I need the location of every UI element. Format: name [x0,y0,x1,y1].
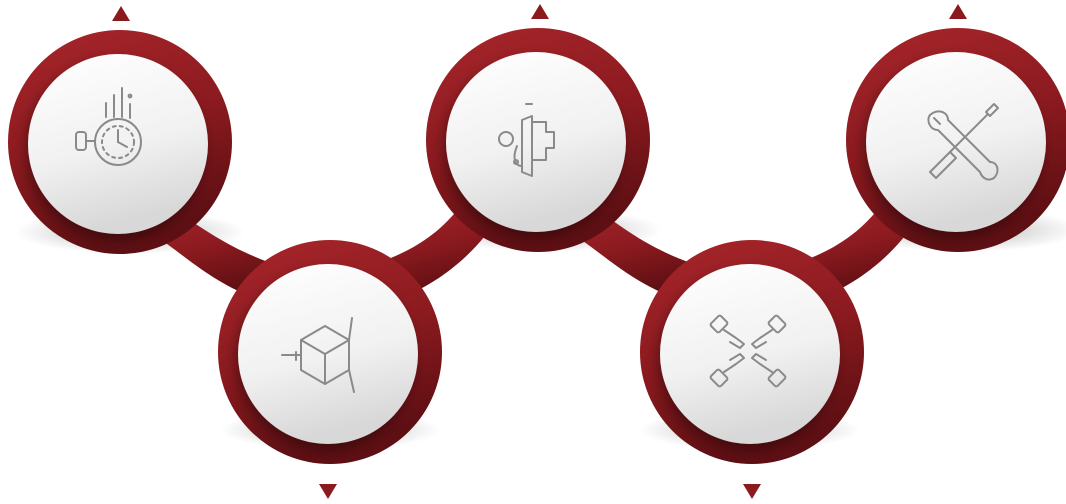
arrow-up-1 [112,6,130,21]
step-4[interactable] [640,240,864,499]
cube-icon [281,317,355,393]
disc-3 [446,52,626,232]
teamwork-hands-icon [709,314,787,388]
arrow-down-2 [319,484,337,499]
step-1[interactable] [8,6,232,254]
step-5[interactable] [846,4,1066,252]
step-3[interactable] [426,4,650,252]
stopwatch-icon [75,87,142,166]
disc-2 [238,264,418,444]
disc-5 [866,52,1046,232]
disc-1 [28,54,208,234]
disc-4 [660,264,840,444]
arrow-up-3 [531,4,549,19]
plug-icon [498,103,555,177]
tools-icon [927,103,999,181]
arrow-up-5 [949,4,967,19]
step-2[interactable] [218,240,442,499]
arrow-down-4 [743,484,761,499]
